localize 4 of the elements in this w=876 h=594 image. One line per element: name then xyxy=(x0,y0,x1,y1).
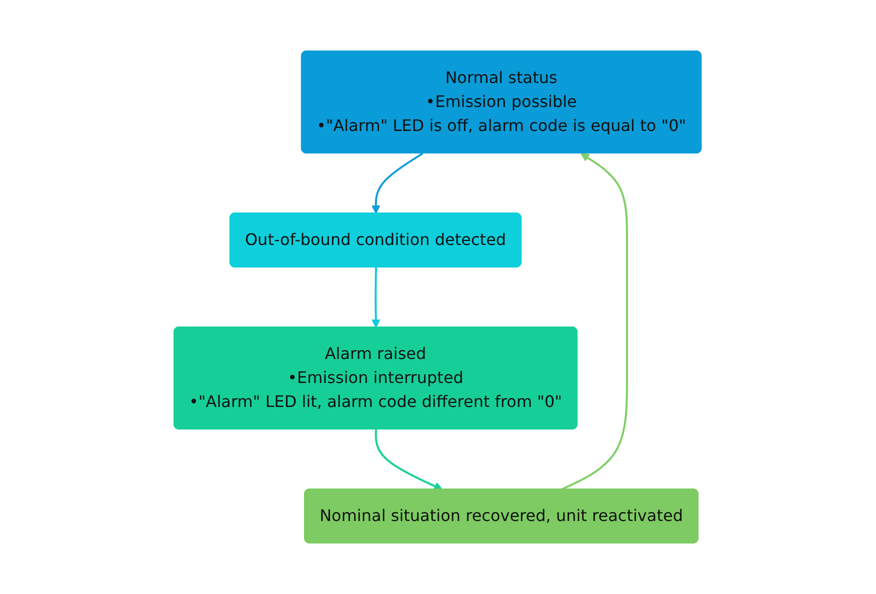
arrow xyxy=(561,153,628,490)
arrow xyxy=(372,267,381,328)
arrow xyxy=(372,152,424,214)
arrow xyxy=(375,429,444,490)
